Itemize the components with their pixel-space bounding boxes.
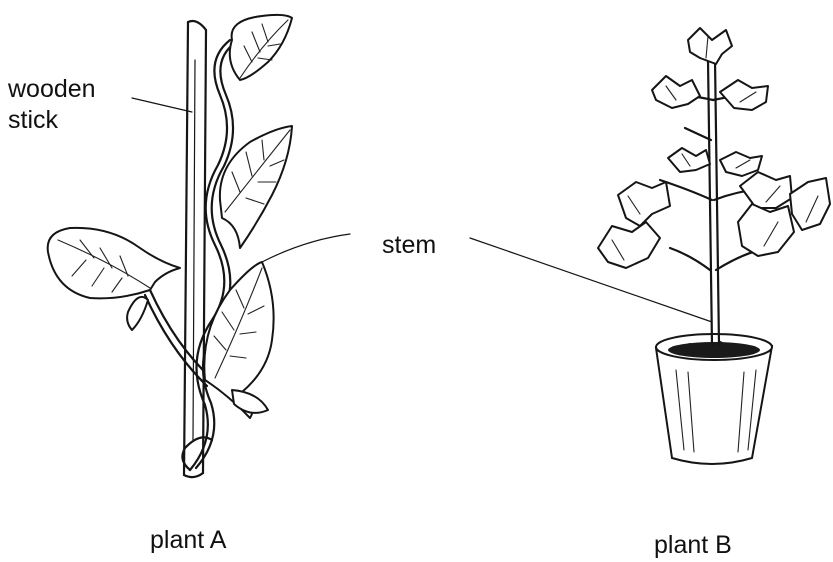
plant-a-leaf-right xyxy=(204,262,273,418)
plant-b-leaves xyxy=(598,28,830,268)
stem-leader-plant-a xyxy=(262,234,350,262)
plant-a-leaf-left xyxy=(48,228,180,330)
plant-a-caption: plant A xyxy=(150,525,226,556)
stem-label: stem xyxy=(382,230,436,261)
wooden-stick xyxy=(184,21,206,477)
wooden-stick-label: wooden stick xyxy=(8,74,96,136)
plant-a-leaf-top xyxy=(230,15,292,80)
wooden-stick-leader xyxy=(132,98,192,112)
plant-b-illustration xyxy=(598,28,830,464)
plant-b-caption: plant B xyxy=(654,530,732,561)
